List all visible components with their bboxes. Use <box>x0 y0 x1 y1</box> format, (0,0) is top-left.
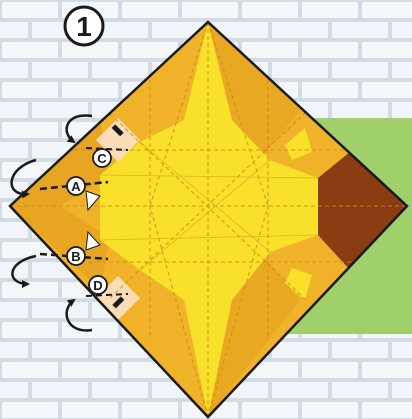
callout-c: C <box>93 149 111 167</box>
step-badge-icon: 1 <box>65 7 103 45</box>
callout-c-label: C <box>97 151 107 166</box>
callout-a: A <box>67 177 85 195</box>
callout-b: B <box>67 247 85 265</box>
callout-d: D <box>89 276 107 294</box>
callout-a-label: A <box>71 179 81 194</box>
callout-d-label: D <box>93 278 102 293</box>
step-number: 1 <box>76 11 92 42</box>
callout-b-label: B <box>71 249 80 264</box>
